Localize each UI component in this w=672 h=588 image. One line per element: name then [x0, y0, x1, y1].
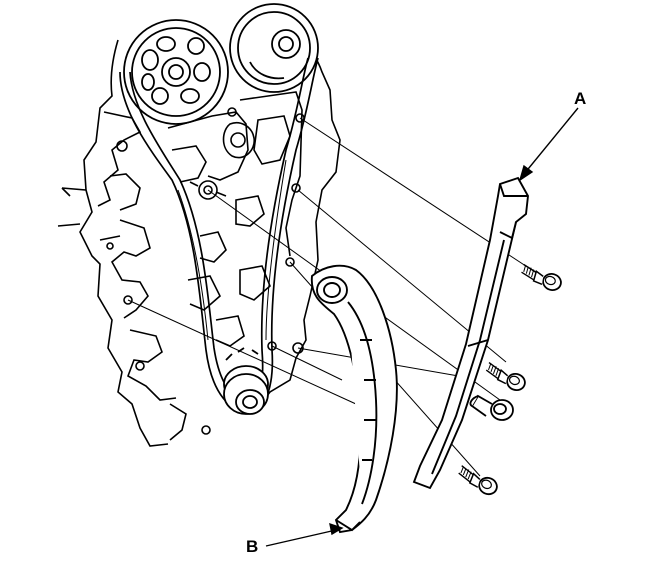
- crankshaft-sprocket-icon: [223, 347, 269, 415]
- flange-bolt-icon: [454, 464, 501, 498]
- shoulder-bolt-icon: [469, 394, 514, 421]
- callout-label-a: A: [574, 89, 587, 108]
- callout-arrow-b: [265, 522, 344, 547]
- camshaft-sprocket-icon: [229, 3, 319, 93]
- flange-bolt-icon: [482, 361, 529, 394]
- chain-guide-a-icon: [412, 176, 529, 490]
- flange-bolt-icon: [518, 263, 565, 294]
- callout-label-b: B: [246, 537, 259, 556]
- tensioner-arm-b-icon: [310, 264, 398, 534]
- callout-arrow-a: [518, 107, 579, 182]
- camshaft-sprocket-icon: [123, 19, 229, 125]
